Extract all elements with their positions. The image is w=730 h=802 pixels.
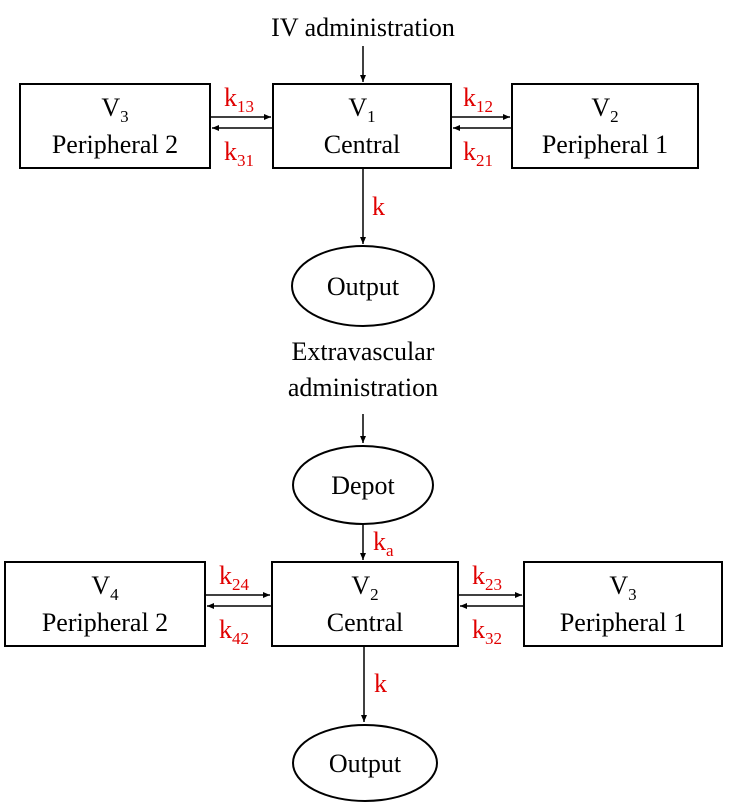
ev-title-line2: administration <box>288 373 438 402</box>
iv-peripheral-2-label: Peripheral 2 <box>52 130 178 159</box>
iv-rate-k13: k13 <box>224 83 254 116</box>
ev-peripheral-1-volume: V3 <box>609 571 636 604</box>
ev-peripheral-2-volume: V4 <box>91 571 119 604</box>
iv-peripheral-1-volume: V2 <box>591 93 618 126</box>
ev-depot-label: Depot <box>331 471 395 500</box>
ev-peripheral-1-box <box>523 561 723 647</box>
ev-output-label: Output <box>329 749 402 778</box>
ev-central-box <box>271 561 459 647</box>
iv-output-ellipse <box>291 245 435 327</box>
ev-title-line1: Extravascular <box>292 337 435 366</box>
iv-output-label: Output <box>327 272 400 301</box>
iv-rate-k12: k12 <box>463 83 493 116</box>
iv-central-volume: V1 <box>348 93 375 126</box>
ev-rate-k23: k23 <box>472 561 502 594</box>
iv-rate-k21: k21 <box>463 137 493 170</box>
iv-peripheral-2-box <box>19 83 211 169</box>
ev-peripheral-2-box <box>4 561 206 647</box>
ev-rate-ka: ka <box>373 527 394 560</box>
iv-peripheral-1-label: Peripheral 1 <box>542 130 668 159</box>
ev-peripheral-1-label: Peripheral 1 <box>560 608 686 637</box>
ev-output-ellipse <box>292 724 438 802</box>
ev-model: Extravascular administration Depot ka V4… <box>4 337 723 802</box>
iv-model: IV administration V3 Peripheral 2 V1 Cen… <box>19 13 699 327</box>
iv-central-label: Central <box>324 130 401 159</box>
ev-rate-k42: k42 <box>219 615 249 648</box>
ev-central-label: Central <box>327 608 404 637</box>
ev-central-volume: V2 <box>351 571 378 604</box>
ev-rate-k24: k24 <box>219 561 250 594</box>
ev-rate-k32: k32 <box>472 615 502 648</box>
ev-rate-k: k <box>374 669 387 698</box>
iv-peripheral-2-volume: V3 <box>101 93 128 126</box>
iv-central-box <box>272 83 452 169</box>
iv-rate-k31: k31 <box>224 137 254 170</box>
iv-peripheral-1-box <box>511 83 699 169</box>
iv-title: IV administration <box>271 13 455 42</box>
iv-rate-k: k <box>372 192 385 221</box>
ev-peripheral-2-label: Peripheral 2 <box>42 608 168 637</box>
